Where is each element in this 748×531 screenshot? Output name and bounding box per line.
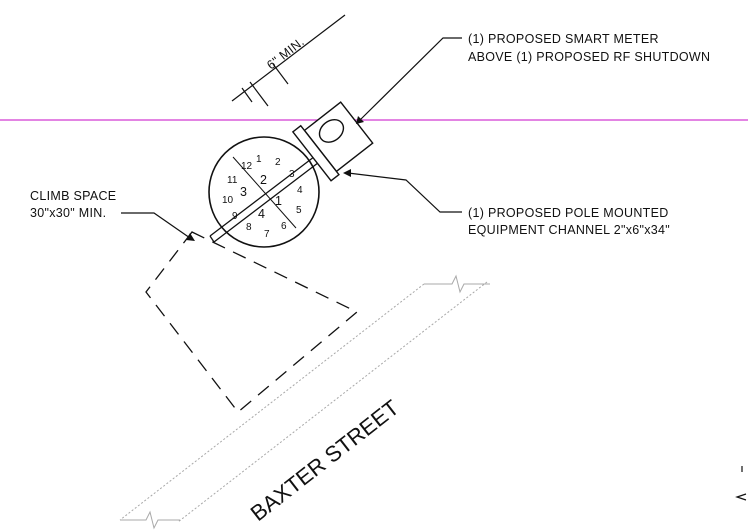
sector-outer-9: 9 (232, 211, 238, 222)
sector-outer-8: 8 (246, 222, 252, 233)
street-edge-lines (119, 281, 488, 523)
meter-callout-line1: (1) PROPOSED SMART METER (468, 32, 659, 46)
edge-marks (735, 466, 747, 501)
climb-leader (121, 212, 191, 239)
sector-outer-4: 4 (297, 185, 303, 196)
meter-callout-line2: ABOVE (1) PROPOSED RF SHUTDOWN (468, 50, 710, 64)
meter-leader (359, 37, 462, 121)
climb-callout-line1: CLIMB SPACE (30, 189, 116, 203)
sector-inner-4: 4 (258, 207, 265, 221)
climb-callout-line2: 30"x30" MIN. (30, 206, 106, 220)
break-symbols (120, 274, 490, 530)
utility-pole (208, 136, 332, 248)
sector-outer-2: 2 (275, 157, 281, 168)
meter-leader-arrow (356, 116, 364, 124)
pole-sector-labels: 12 1 2 3 4 5 6 7 8 9 10 11 1 2 3 4 (222, 154, 303, 240)
dimension-label: 6" MIN. (264, 35, 307, 73)
sector-outer-12: 12 (241, 161, 253, 172)
sector-inner-1: 1 (275, 194, 282, 208)
channel-leader-arrow (343, 169, 351, 177)
sector-outer-1: 1 (256, 154, 262, 165)
channel-callout-line2: EQUIPMENT CHANNEL 2"x6"x34" (468, 223, 670, 237)
channel-callout-line1: (1) PROPOSED POLE MOUNTED (468, 206, 669, 220)
channel-leader (347, 172, 462, 213)
sector-outer-10: 10 (222, 195, 234, 206)
sector-inner-2: 2 (260, 173, 267, 187)
climb-space-outline (145, 231, 359, 413)
sector-outer-7: 7 (264, 229, 270, 240)
street-name: BAXTER STREET (246, 395, 404, 526)
climb-leader-arrow (186, 233, 195, 241)
dimension-6in (231, 14, 346, 107)
sector-outer-3: 3 (289, 169, 295, 180)
sector-outer-5: 5 (296, 205, 302, 216)
sector-outer-6: 6 (281, 221, 287, 232)
sector-outer-11: 11 (227, 175, 238, 186)
sector-inner-3: 3 (240, 185, 247, 199)
